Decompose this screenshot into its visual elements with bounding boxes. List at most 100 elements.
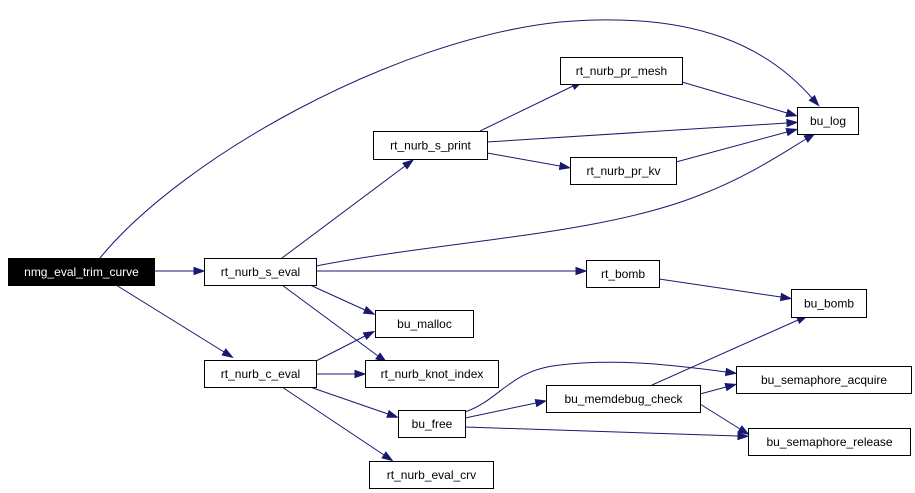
node-box bbox=[373, 131, 488, 160]
edge-line bbox=[464, 361, 727, 413]
edge-rt_nurb_c_eval-to-rt_nurb_knot_index bbox=[316, 369, 367, 379]
arrowhead bbox=[808, 94, 820, 107]
node-label: bu_log bbox=[810, 114, 846, 128]
node-box bbox=[204, 258, 317, 286]
arrowhead bbox=[575, 266, 588, 276]
edge-rt_nurb_c_eval-to-rt_nurb_eval_crv bbox=[281, 386, 394, 462]
node-label: rt_nurb_eval_crv bbox=[387, 468, 476, 482]
node-box bbox=[560, 57, 683, 85]
edge-line bbox=[309, 386, 389, 415]
arrowhead bbox=[724, 367, 738, 377]
edge-rt_nurb_s_eval-to-rt_bomb bbox=[316, 266, 588, 276]
arrowhead bbox=[221, 348, 234, 359]
node-bu-semaphore-acquire[interactable]: bu_semaphore_acquire bbox=[736, 366, 912, 394]
edge-nmg_eval_trim_curve-to-rt_nurb_c_eval bbox=[115, 284, 234, 359]
arrowhead bbox=[803, 133, 816, 143]
node-label: rt_bomb bbox=[601, 267, 645, 281]
node-nmg-eval-trim-curve[interactable]: nmg_eval_trim_curve bbox=[8, 258, 155, 286]
arrowhead bbox=[381, 451, 394, 462]
edge-bu_free-to-bu_semaphore_acquire bbox=[464, 361, 738, 413]
node-bu-log[interactable]: bu_log bbox=[797, 107, 859, 135]
node-label: rt_nurb_s_eval bbox=[221, 265, 300, 279]
node-label: bu_semaphore_acquire bbox=[761, 373, 887, 387]
edge-line bbox=[479, 85, 574, 132]
node-bu-malloc[interactable]: bu_malloc bbox=[375, 310, 474, 338]
node-label: rt_nurb_pr_mesh bbox=[576, 64, 667, 78]
arrowhead bbox=[386, 409, 399, 418]
arrowhead bbox=[193, 266, 206, 276]
node-box bbox=[791, 289, 867, 318]
node-rt-nurb-eval-crv[interactable]: rt_nurb_eval_crv bbox=[369, 461, 494, 489]
edge-line bbox=[464, 426, 739, 437]
node-label: rt_nurb_pr_kv bbox=[586, 164, 660, 178]
arrowhead bbox=[354, 369, 367, 379]
node-box bbox=[8, 258, 155, 286]
node-label: bu_bomb bbox=[804, 297, 854, 311]
node-rt-nurb-s-eval[interactable]: rt_nurb_s_eval bbox=[204, 258, 317, 286]
edge-bu_free-to-bu_semaphore_release bbox=[464, 426, 750, 441]
edge-rt_nurb_c_eval-to-bu_free bbox=[309, 386, 399, 418]
nodes-layer: nmg_eval_trim_curve rt_nurb_s_eval rt_nurb… bbox=[8, 57, 912, 489]
node-bu-free[interactable]: bu_free bbox=[398, 410, 466, 438]
edge-line bbox=[315, 335, 366, 362]
node-label: nmg_eval_trim_curve bbox=[24, 265, 139, 279]
node-label: rt_nurb_s_print bbox=[390, 139, 471, 153]
node-label: bu_free bbox=[412, 417, 453, 431]
arrowhead bbox=[737, 431, 750, 441]
arrowhead bbox=[737, 425, 750, 436]
edge-line bbox=[315, 138, 807, 267]
edge-rt_nurb_s_eval-to-rt_nurb_knot_index bbox=[281, 284, 388, 363]
node-box bbox=[369, 461, 494, 489]
node-rt-nurb-pr-kv[interactable]: rt_nurb_pr_kv bbox=[570, 157, 677, 185]
edge-line bbox=[681, 81, 788, 114]
arrowhead bbox=[534, 399, 548, 408]
edge-line bbox=[99, 19, 813, 259]
node-bu-semaphore-release[interactable]: bu_semaphore_release bbox=[748, 428, 911, 456]
node-box bbox=[570, 157, 677, 185]
edge-line bbox=[281, 165, 406, 259]
node-box bbox=[797, 107, 859, 135]
node-rt-nurb-knot-index[interactable]: rt_nurb_knot_index bbox=[365, 360, 499, 388]
node-rt-nurb-c-eval[interactable]: rt_nurb_c_eval bbox=[204, 360, 317, 388]
node-rt-nurb-pr-mesh[interactable]: rt_nurb_pr_mesh bbox=[560, 57, 683, 85]
node-label: bu_memdebug_check bbox=[564, 392, 683, 406]
edge-bu_memdebug_check-to-bu_semaphore_acquire bbox=[699, 383, 738, 395]
node-box bbox=[365, 360, 499, 388]
node-box bbox=[398, 410, 466, 438]
node-rt-bomb[interactable]: rt_bomb bbox=[586, 260, 660, 288]
edge-rt_nurb_s_eval-to-bu_log bbox=[315, 133, 816, 267]
node-box bbox=[375, 310, 474, 338]
edge-line bbox=[115, 284, 225, 353]
edge-line bbox=[486, 152, 561, 167]
edges-layer bbox=[99, 19, 820, 462]
edge-line bbox=[281, 386, 385, 456]
node-bu-bomb[interactable]: bu_bomb bbox=[791, 289, 867, 318]
edge-rt_nurb_s_print-to-rt_nurb_pr_kv bbox=[486, 152, 572, 171]
arrowhead bbox=[362, 305, 376, 315]
node-label: bu_malloc bbox=[397, 317, 452, 331]
edge-rt_nurb_s_eval-to-rt_nurb_s_print bbox=[281, 159, 415, 259]
edge-line bbox=[658, 278, 782, 298]
edge-rt_nurb_s_print-to-rt_nurb_pr_mesh bbox=[479, 80, 584, 132]
edge-line bbox=[699, 403, 741, 430]
node-rt-nurb-s-print[interactable]: rt_nurb_s_print bbox=[373, 131, 488, 160]
arrowhead bbox=[785, 108, 799, 117]
edge-line bbox=[309, 284, 366, 311]
edge-nmg_eval_trim_curve-to-rt_nurb_s_eval bbox=[154, 266, 206, 276]
arrowhead bbox=[779, 292, 793, 302]
edge-rt_nurb_pr_kv-to-bu_log bbox=[675, 128, 799, 163]
edge-line bbox=[675, 131, 788, 163]
edge-line bbox=[281, 284, 379, 357]
edge-rt_nurb_s_print-to-bu_log bbox=[486, 118, 799, 143]
node-box bbox=[736, 366, 912, 394]
node-box bbox=[546, 385, 701, 413]
node-box bbox=[204, 360, 317, 388]
arrowhead bbox=[362, 330, 376, 340]
node-label: rt_nurb_knot_index bbox=[381, 367, 484, 381]
edge-nmg_eval_trim_curve-to-bu_log bbox=[99, 19, 820, 259]
arrowhead bbox=[558, 161, 572, 171]
node-bu-memdebug-check[interactable]: bu_memdebug_check bbox=[546, 385, 701, 413]
edge-line bbox=[486, 122, 788, 143]
arrowhead bbox=[724, 383, 738, 392]
